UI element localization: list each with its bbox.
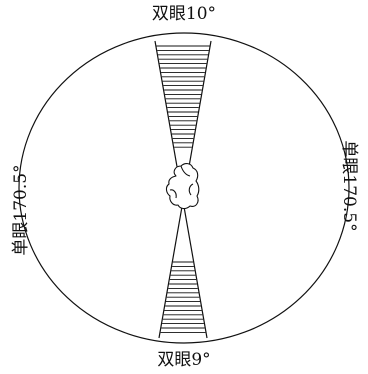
monocular-left-label: 单眼170.5°	[11, 164, 31, 255]
binocular-bottom-label: 双眼9°	[0, 350, 368, 370]
monocular-right-label: 单眼170.5°	[339, 140, 359, 231]
binocular-top-label: 双眼10°	[0, 4, 368, 24]
head-outline-icon	[166, 164, 198, 209]
lower-binocular-hatching	[161, 262, 206, 332]
